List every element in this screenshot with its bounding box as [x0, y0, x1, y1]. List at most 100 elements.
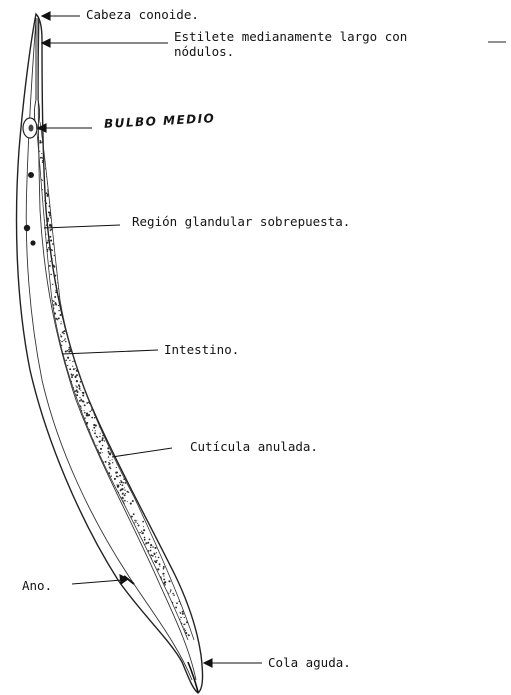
intestine-dot: [85, 371, 86, 372]
intestine-dot: [95, 425, 97, 427]
intestine-dot: [65, 341, 66, 342]
arrow-cola: [204, 659, 212, 667]
intestine-dot: [37, 269, 39, 271]
intestine-dot: [166, 602, 168, 604]
intestine-dot: [91, 399, 93, 401]
intestine-dot: [191, 627, 192, 628]
intestine-dot: [150, 547, 151, 548]
intestine-dot: [88, 414, 90, 416]
intestine-dot: [39, 293, 41, 295]
intestine-dot: [98, 407, 99, 408]
intestine-dot: [49, 184, 50, 185]
intestine-dot: [44, 304, 45, 305]
intestine-dot: [36, 150, 38, 152]
label-cola: Cola aguda.: [268, 656, 351, 670]
intestine-dot: [159, 566, 160, 567]
intestine-dot: [110, 497, 111, 498]
intestine-dot: [90, 387, 92, 389]
intestine-dot: [69, 360, 70, 361]
intestine-dot: [98, 406, 100, 408]
intestine-dot: [37, 257, 39, 259]
intestine-dot: [130, 503, 132, 505]
intestine-dot: [81, 362, 82, 363]
intestine-dot: [125, 515, 126, 516]
intestine-dot: [176, 617, 177, 618]
intestine-dot: [42, 236, 44, 238]
intestine-dot: [99, 436, 100, 437]
intestine-dot: [133, 513, 135, 515]
intestine-dot: [98, 458, 99, 459]
intestine-dot: [145, 542, 147, 544]
intestine-dot: [101, 439, 103, 441]
intestine-dot: [58, 353, 60, 355]
intestine-dot: [63, 330, 65, 332]
intestine-dot: [55, 291, 57, 293]
intestine-dot: [55, 333, 56, 334]
intestine-dot: [99, 420, 100, 421]
intestine-dot: [35, 175, 36, 176]
intestine-dot: [29, 144, 31, 146]
intestine-dot: [48, 303, 50, 305]
intestine-dot: [119, 482, 120, 483]
intestine-dot: [40, 140, 42, 142]
intestine-dot: [46, 297, 47, 298]
intestine-dot: [112, 459, 113, 460]
intestine-dot: [53, 340, 55, 342]
intestine-dot: [156, 552, 157, 553]
intestine-dot: [176, 623, 177, 624]
intestine-dot: [138, 549, 139, 550]
intestine-dot: [45, 135, 47, 137]
intestine-dot: [147, 564, 149, 566]
intestine-dot: [52, 209, 54, 211]
intestine-dot: [164, 581, 166, 583]
intestine-dot: [44, 313, 46, 315]
intestine-dot: [96, 405, 97, 406]
intestine-dot: [88, 390, 90, 392]
intestine-dot: [47, 155, 49, 157]
intestine-dot: [33, 209, 35, 211]
intestine-dot: [47, 167, 49, 169]
intestine-dot: [60, 334, 61, 335]
intestine-dot: [128, 492, 129, 493]
intestine-dot: [48, 247, 50, 249]
intestine-dot: [102, 452, 103, 453]
intestine-dot: [38, 284, 39, 285]
intestine-dot: [171, 624, 172, 625]
intestine-dot: [35, 150, 36, 151]
esophagus: [34, 100, 39, 122]
intestine-dot: [41, 300, 42, 301]
intestine-dot: [37, 167, 39, 169]
intestine-dot: [126, 531, 127, 532]
intestine-dot: [152, 546, 154, 548]
intestine-dot: [108, 456, 109, 457]
intestine-dot: [95, 395, 97, 397]
intestine-dot: [159, 563, 161, 565]
intestine-dot: [170, 591, 171, 592]
label-estilete-line2: nódulos.: [174, 45, 234, 59]
intestine-dot: [108, 464, 109, 465]
intestine-dot: [70, 339, 72, 341]
intestine-dot: [121, 497, 123, 499]
intestine-dot: [124, 487, 125, 488]
intestine-dot: [63, 309, 65, 311]
intestine-dot: [87, 392, 89, 394]
intestine-dot: [49, 248, 51, 250]
intestine-dot: [43, 233, 45, 235]
intestine-dot: [50, 274, 52, 276]
intestine-dot: [42, 259, 44, 261]
intestine-dot: [99, 467, 100, 468]
intestine-dot: [76, 370, 77, 371]
intestine-dot: [154, 577, 156, 579]
intestine-dot: [50, 148, 51, 149]
intestine-dot: [86, 432, 88, 434]
intestine-dot: [163, 575, 164, 576]
intestine-dot: [35, 230, 37, 232]
intestine-dot: [39, 142, 41, 144]
intestine-dot: [40, 274, 41, 275]
intestine-dot: [58, 305, 59, 306]
intestine-dot: [57, 266, 58, 267]
intestine-dot: [130, 529, 132, 531]
intestine-dot: [49, 224, 51, 226]
intestine-dot: [155, 556, 156, 557]
intestine-dot: [49, 163, 50, 164]
